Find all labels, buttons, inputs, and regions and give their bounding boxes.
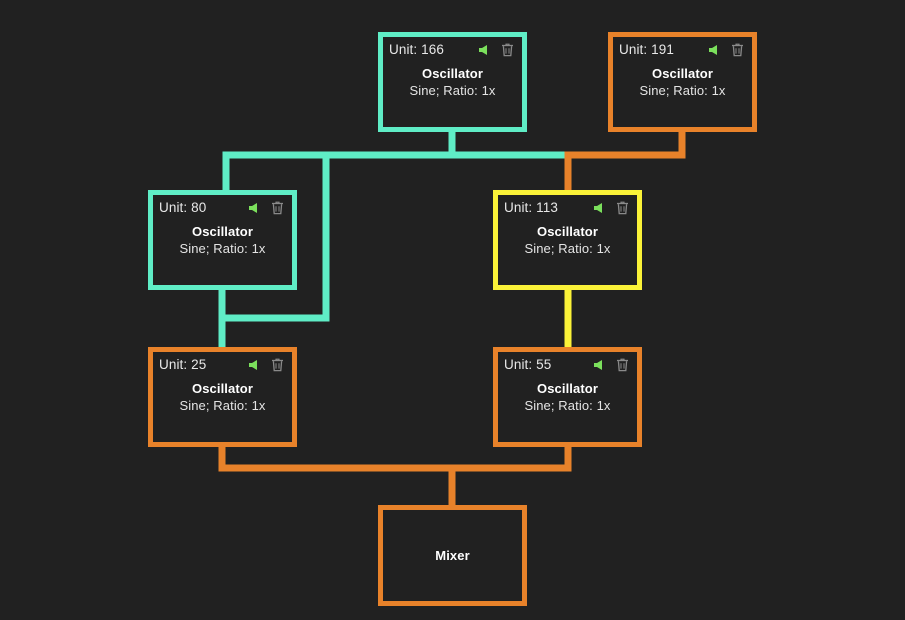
node-header: Unit: 80: [153, 195, 292, 217]
node-header: Unit: 55: [498, 352, 637, 374]
node-title: Oscillator: [192, 224, 253, 239]
node-subtitle: Sine; Ratio: 1x: [524, 241, 611, 256]
node-unit-25[interactable]: Unit: 25 Osc: [148, 347, 297, 447]
node-body: Mixer: [383, 510, 522, 601]
node-actions: [592, 201, 631, 215]
speaker-icon[interactable]: [247, 359, 259, 371]
node-actions: [592, 358, 631, 372]
speaker-icon[interactable]: [477, 44, 489, 56]
node-title: Oscillator: [422, 66, 483, 81]
speaker-icon[interactable]: [247, 202, 259, 214]
node-actions: [247, 358, 286, 372]
node-body: Oscillator Sine; Ratio: 1x: [498, 374, 637, 414]
node-actions: [707, 43, 746, 57]
node-unit-80[interactable]: Unit: 80 Osc: [148, 190, 297, 290]
node-body: Oscillator Sine; Ratio: 1x: [383, 59, 522, 99]
speaker-icon[interactable]: [707, 44, 719, 56]
node-actions: [477, 43, 516, 57]
unit-label: Unit: 25: [159, 357, 207, 372]
node-title: Oscillator: [537, 224, 598, 239]
node-header: Unit: 166: [383, 37, 522, 59]
unit-label: Unit: 80: [159, 200, 207, 215]
speaker-icon[interactable]: [592, 202, 604, 214]
node-unit-113[interactable]: Unit: 113 Os: [493, 190, 642, 290]
unit-label: Unit: 191: [619, 42, 674, 57]
node-header: Unit: 25: [153, 352, 292, 374]
node-header: Unit: 191: [613, 37, 752, 59]
node-title: Mixer: [435, 548, 470, 563]
node-subtitle: Sine; Ratio: 1x: [524, 398, 611, 413]
node-body: Oscillator Sine; Ratio: 1x: [613, 59, 752, 99]
node-subtitle: Sine; Ratio: 1x: [179, 241, 266, 256]
node-body: Oscillator Sine; Ratio: 1x: [153, 374, 292, 414]
wire-191-to-113: [564, 128, 686, 190]
unit-label: Unit: 166: [389, 42, 444, 57]
speaker-icon[interactable]: [592, 359, 604, 371]
node-unit-55[interactable]: Unit: 55 Osc: [493, 347, 642, 447]
wire-55-to-mixer: [448, 443, 572, 509]
wire-25-to-mixer: [218, 443, 456, 509]
unit-label: Unit: 113: [504, 200, 558, 215]
unit-label: Unit: 55: [504, 357, 552, 372]
node-actions: [247, 201, 286, 215]
wire-166-to-113: [448, 128, 572, 190]
node-subtitle: Sine; Ratio: 1x: [409, 83, 496, 98]
node-body: Oscillator Sine; Ratio: 1x: [153, 217, 292, 257]
trash-icon[interactable]: [731, 43, 744, 57]
node-title: Oscillator: [652, 66, 713, 81]
node-body: Oscillator Sine; Ratio: 1x: [498, 217, 637, 257]
trash-icon[interactable]: [271, 201, 284, 215]
trash-icon[interactable]: [501, 43, 514, 57]
trash-icon[interactable]: [616, 358, 629, 372]
node-title: Oscillator: [192, 381, 253, 396]
node-mixer[interactable]: Mixer: [378, 505, 527, 606]
node-unit-166[interactable]: Unit: 166 Os: [378, 32, 527, 132]
node-header: Unit: 113: [498, 195, 637, 217]
node-subtitle: Sine; Ratio: 1x: [639, 83, 726, 98]
node-unit-191[interactable]: Unit: 191 Os: [608, 32, 757, 132]
node-subtitle: Sine; Ratio: 1x: [179, 398, 266, 413]
node-title: Oscillator: [537, 381, 598, 396]
trash-icon[interactable]: [616, 201, 629, 215]
trash-icon[interactable]: [271, 358, 284, 372]
